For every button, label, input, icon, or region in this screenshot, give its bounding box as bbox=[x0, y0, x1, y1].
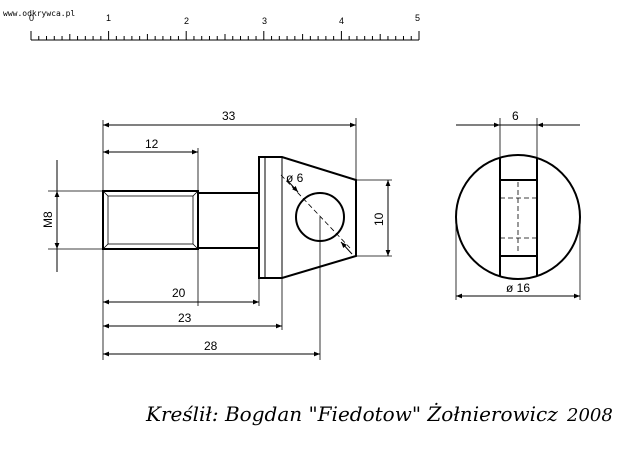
scale-ticks bbox=[30, 31, 420, 40]
front-view bbox=[102, 156, 357, 279]
dimension-33: 33 bbox=[222, 109, 236, 123]
dimension-m8: M8 bbox=[41, 211, 55, 228]
signature-year: 2008 bbox=[566, 405, 613, 426]
scale-label-5: 5 bbox=[415, 13, 420, 23]
dimension-6: 6 bbox=[512, 109, 519, 123]
scale-label-1: 1 bbox=[106, 13, 111, 23]
scale-label-0: 0 bbox=[29, 13, 34, 23]
scale-bar: 0 1 2 3 4 5 bbox=[29, 13, 420, 41]
author-signature: Kreślił: Bogdan "Fiedotow" Żołnierowicz bbox=[145, 402, 558, 426]
dimension-23: 23 bbox=[178, 311, 192, 325]
dimension-20: 20 bbox=[172, 286, 186, 300]
dimension-phi16: ø 16 bbox=[506, 281, 530, 295]
watermark-text: www.odkrywca.pl bbox=[3, 9, 75, 18]
threaded-shaft bbox=[102, 190, 199, 250]
dimension-10: 10 bbox=[372, 212, 386, 226]
scale-label-2: 2 bbox=[184, 16, 189, 26]
scale-label-4: 4 bbox=[339, 16, 344, 26]
front-dimensions: 33 12 20 23 28 M8 10 ø 6 bbox=[41, 109, 392, 360]
dimension-28: 28 bbox=[204, 339, 218, 353]
dimension-phi6: ø 6 bbox=[286, 171, 304, 185]
scale-label-3: 3 bbox=[262, 16, 267, 26]
tapered-head bbox=[258, 156, 357, 279]
dimension-12: 12 bbox=[145, 137, 159, 151]
side-dimensions: 6 ø 16 bbox=[455, 109, 581, 300]
side-view bbox=[455, 154, 581, 280]
thread-inner-line bbox=[107, 195, 194, 245]
